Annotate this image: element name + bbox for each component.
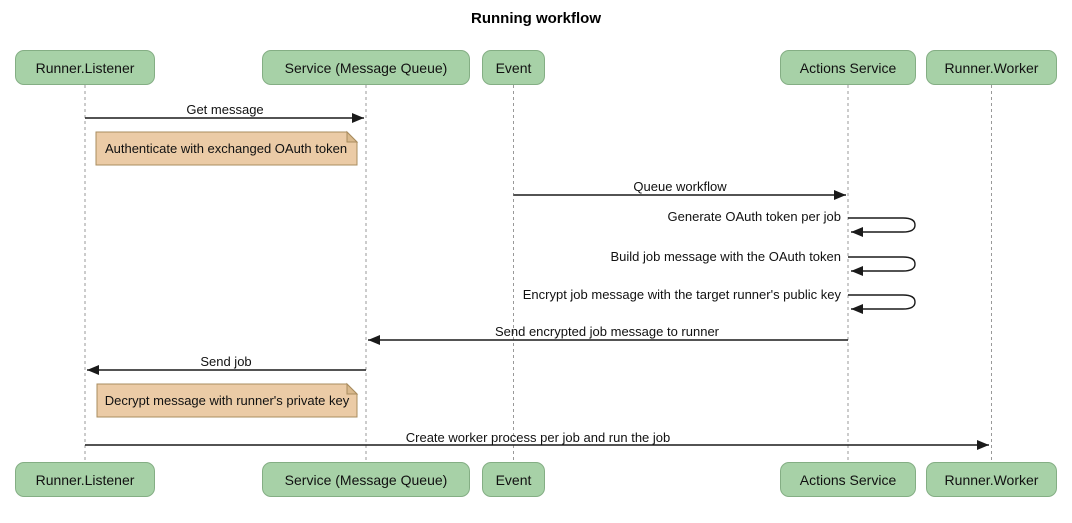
self-loop-encrypt-job-message <box>848 294 916 314</box>
message-label-queue-workflow: Queue workflow <box>633 179 727 194</box>
participant-label: Actions Service <box>799 59 897 76</box>
message-label-generate-oauth-token: Generate OAuth token per job <box>667 209 841 224</box>
message-label-create-worker-process: Create worker process per job and run th… <box>405 430 671 445</box>
note-decrypt-text: Decrypt message with runner's private ke… <box>104 393 350 408</box>
participant-label: Actions Service <box>799 471 897 488</box>
note-decrypt-fold-icon <box>346 382 359 395</box>
message-label-send-encrypted-job-message: Send encrypted job message to runner <box>494 324 720 339</box>
participant-label: Runner.Worker <box>944 471 1039 488</box>
message-label-build-job-message: Build job message with the OAuth token <box>610 249 841 264</box>
participant-bottom-actions-service: Actions Service <box>780 462 916 497</box>
participant-bottom-runner-listener: Runner.Listener <box>15 462 155 497</box>
participant-top-actions-service: Actions Service <box>780 50 916 85</box>
participant-label: Event <box>495 59 532 76</box>
note-authenticate-text: Authenticate with exchanged OAuth token <box>104 141 348 156</box>
participant-bottom-service-message-queue: Service (Message Queue) <box>262 462 470 497</box>
participant-label: Event <box>495 471 532 488</box>
self-loop-build-job-message <box>848 256 916 276</box>
message-label-encrypt-job-message: Encrypt job message with the target runn… <box>522 287 841 302</box>
participant-label: Service (Message Queue) <box>284 59 448 76</box>
participant-top-runner-listener: Runner.Listener <box>15 50 155 85</box>
participant-bottom-runner-worker: Runner.Worker <box>926 462 1057 497</box>
self-loop-generate-oauth-token <box>848 217 916 237</box>
participant-label: Service (Message Queue) <box>284 471 448 488</box>
participant-label: Runner.Worker <box>944 59 1039 76</box>
message-label-send-job: Send job <box>200 354 252 369</box>
participant-bottom-event: Event <box>482 462 545 497</box>
note-authenticate-shape <box>95 131 358 166</box>
note-decrypt-shape <box>96 383 358 418</box>
diagram-title: Running workflow <box>471 10 601 27</box>
participant-label: Runner.Listener <box>35 59 135 76</box>
participant-top-runner-worker: Runner.Worker <box>926 50 1057 85</box>
participant-label: Runner.Listener <box>35 471 135 488</box>
note-authenticate-fold-icon <box>346 130 359 143</box>
participant-top-service-message-queue: Service (Message Queue) <box>262 50 470 85</box>
participant-top-event: Event <box>482 50 545 85</box>
message-label-get-message: Get message <box>186 102 264 117</box>
